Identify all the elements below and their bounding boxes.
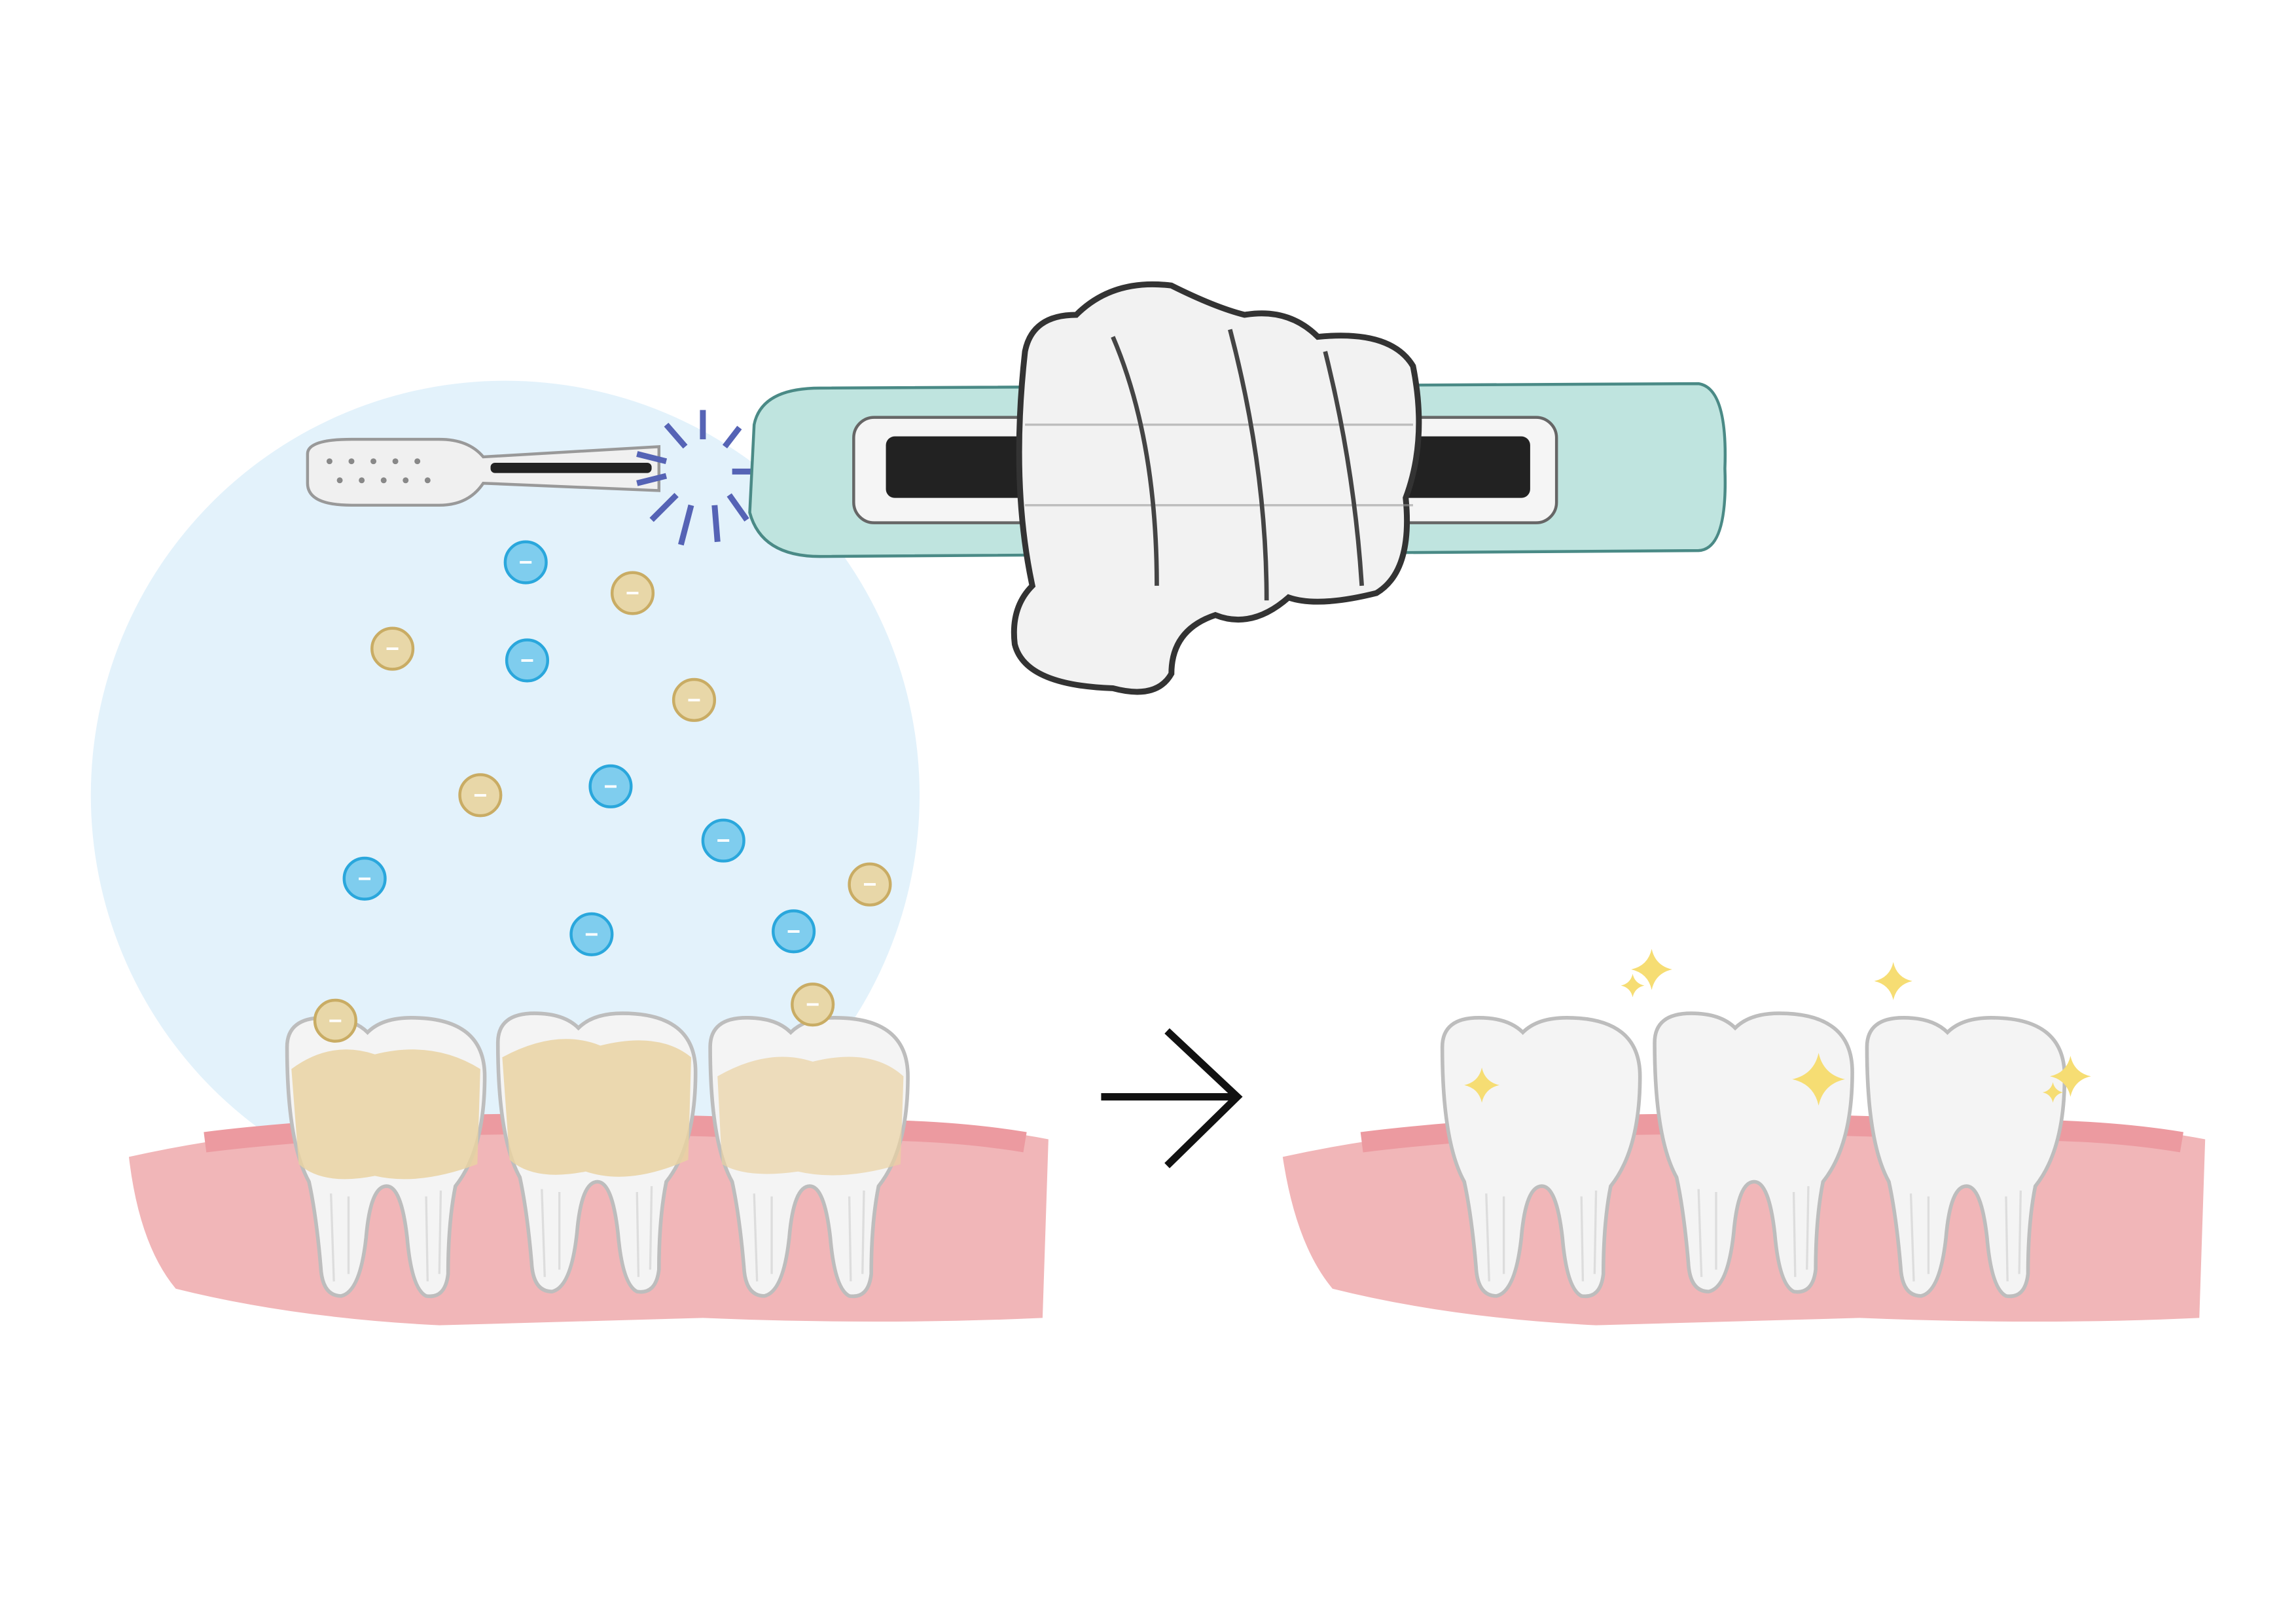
minus-sign: − (520, 647, 534, 674)
sparkles (1464, 948, 2091, 1106)
sparkle-icon (2050, 1055, 2091, 1097)
teeth-before (287, 1013, 908, 1296)
hand-fist (1011, 281, 1422, 695)
minus-sign: − (358, 865, 372, 892)
tooth-stained (710, 1018, 908, 1297)
minus-sign: − (717, 827, 730, 854)
minus-sign: − (519, 549, 533, 575)
stain-particle: − (610, 571, 655, 615)
negative-ion-particle: − (569, 912, 614, 956)
tooth-stained (287, 1018, 485, 1297)
stain-particle: − (370, 626, 415, 671)
stain-particle: − (458, 773, 503, 818)
minus-sign: − (687, 687, 701, 713)
sparkle-icon (1621, 973, 1645, 998)
stain-particle: − (672, 677, 717, 722)
minus-sign: − (329, 1007, 342, 1034)
minus-sign: − (806, 992, 819, 1018)
minus-sign: − (863, 871, 876, 897)
spark-icon (636, 410, 762, 546)
sparkle-icon (2042, 1082, 2064, 1103)
minus-sign: − (386, 636, 399, 662)
minus-sign: − (626, 580, 639, 606)
ion-particles: − − − − − − − − − − − − − − (313, 540, 892, 1043)
sparkle-icon (1464, 1067, 1499, 1103)
sparkle-icon (1631, 948, 1672, 990)
minus-sign: − (787, 918, 800, 945)
negative-ion-particle: − (701, 818, 745, 863)
tooth-stained (498, 1013, 696, 1292)
negative-ion-particle: − (505, 638, 550, 683)
ion-halo (90, 380, 920, 1210)
negative-ion-particle: − (588, 764, 633, 808)
stain-particle: − (313, 998, 357, 1043)
negative-ion-particle: − (503, 540, 548, 585)
sparkle-icon (1792, 1053, 1845, 1106)
sparkle-icon (1874, 962, 1912, 1000)
negative-ion-particle: − (342, 856, 387, 901)
negative-ion-particle: − (772, 909, 816, 954)
stain-particle: − (791, 983, 835, 1027)
minus-sign: − (584, 921, 598, 947)
stain-particle: − (848, 862, 892, 907)
minus-sign: − (473, 782, 487, 808)
arrow-right-icon (1101, 1028, 1243, 1168)
minus-sign: − (604, 773, 618, 799)
